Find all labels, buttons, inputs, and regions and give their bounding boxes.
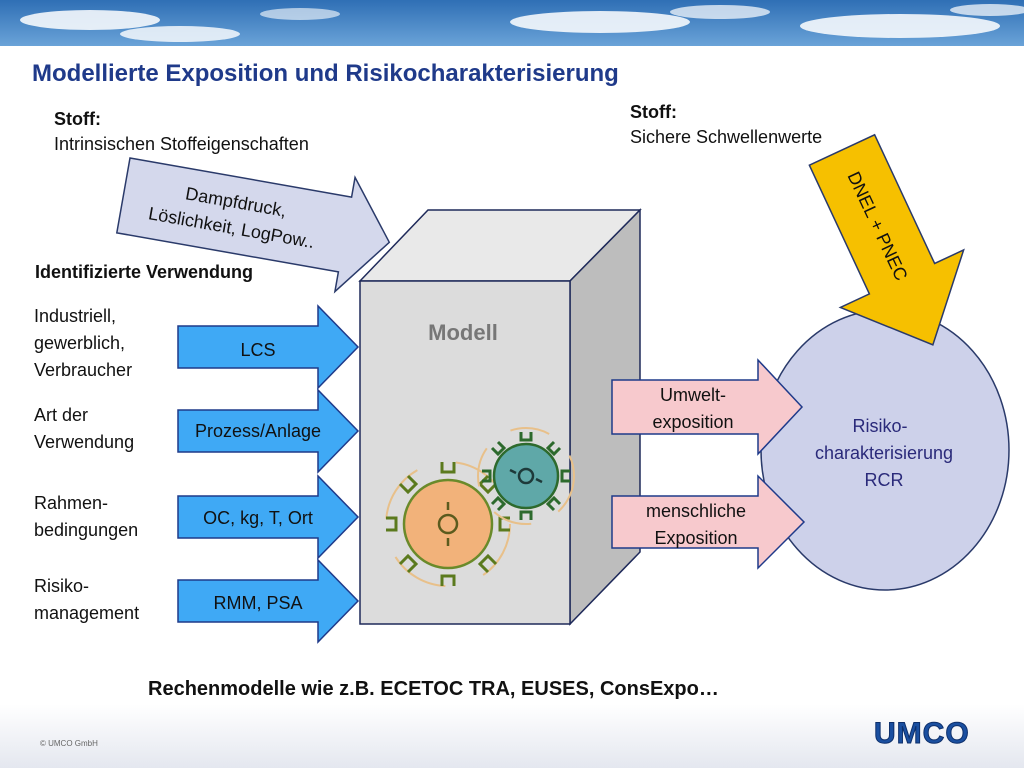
category-industrial: Industriell, gewerblich, Verbraucher (34, 303, 132, 384)
rcr-line1: Risiko- (852, 416, 907, 436)
properties-arrow-line2: Löslichkeit, LogPow.. (147, 203, 316, 252)
category-conditions: Rahmen- bedingungen (34, 490, 138, 544)
page-title: Modellierte Exposition und Risikocharakt… (32, 60, 619, 87)
output-arrow-human: menschliche Exposition (611, 474, 806, 570)
model-label: Modell (428, 320, 498, 345)
stoff-threshold-text: Sichere Schwellenwerte (630, 127, 823, 147)
input-arrow-label: OC, kg, T, Ort (203, 508, 313, 528)
rcr-circle (760, 309, 1010, 591)
dnel-arrow: DNEL + PNEC (808, 133, 965, 346)
category-risk-management: Risiko- management (34, 573, 139, 627)
category-line: bedingungen (34, 520, 139, 540)
output-arrow-line2: Exposition (654, 528, 737, 548)
sky-banner (0, 0, 1024, 46)
stoff-intrinsic-label: Stoff: (54, 109, 101, 129)
input-arrow-conditions: OC, kg, T, Ort (177, 474, 360, 560)
category-line: Art der (34, 405, 89, 425)
umco-logo: UMCO (874, 717, 970, 751)
output-arrow-environment: Umwelt- exposition (611, 358, 804, 456)
gear-icon (477, 427, 575, 525)
category-line: management (34, 603, 140, 623)
category-line: Industriell, (34, 306, 117, 326)
model-box (358, 208, 642, 626)
input-arrow-risk: RMM, PSA (177, 558, 360, 644)
stoff-threshold: Stoff: Sichere Schwellenwerte (630, 100, 822, 150)
output-arrow-line2: exposition (652, 412, 733, 432)
rcr-line3: RCR (865, 470, 904, 490)
input-arrow-label: Prozess/Anlage (195, 421, 321, 441)
input-arrow-lcs: LCS (177, 304, 360, 390)
identified-use-heading: Identifizierte Verwendung (35, 262, 254, 282)
properties-arrow-line1: Dampfdruck, (184, 183, 288, 220)
output-arrow-line1: menschliche (646, 501, 746, 521)
copyright: © UMCO GmbH (40, 739, 98, 748)
footer-bar (0, 704, 1024, 768)
input-arrow-label: LCS (240, 340, 275, 360)
gear-icon (385, 461, 511, 587)
input-arrow-label: RMM, PSA (213, 593, 302, 613)
category-line: Risiko- (34, 576, 90, 596)
calculation-models-caption: Rechenmodelle wie z.B. ECETOC TRA, EUSES… (148, 678, 719, 700)
stoff-threshold-label: Stoff: (630, 102, 677, 122)
stoff-intrinsic: Stoff: Intrinsischen Stoffeigenschaften (54, 107, 309, 157)
category-line: Verwendung (34, 432, 135, 452)
dnel-arrow-label: DNEL + PNEC (844, 168, 912, 283)
stoff-intrinsic-text: Intrinsischen Stoffeigenschaften (54, 134, 309, 154)
category-line: Verbraucher (34, 360, 133, 380)
rcr-line2: charakterisierung (815, 443, 953, 463)
category-line: Rahmen- (34, 493, 109, 513)
input-arrow-process: Prozess/Anlage (177, 388, 360, 474)
category-line: gewerblich, (34, 333, 126, 353)
category-use-type: Art der Verwendung (34, 402, 134, 456)
output-arrow-line1: Umwelt- (660, 385, 726, 405)
